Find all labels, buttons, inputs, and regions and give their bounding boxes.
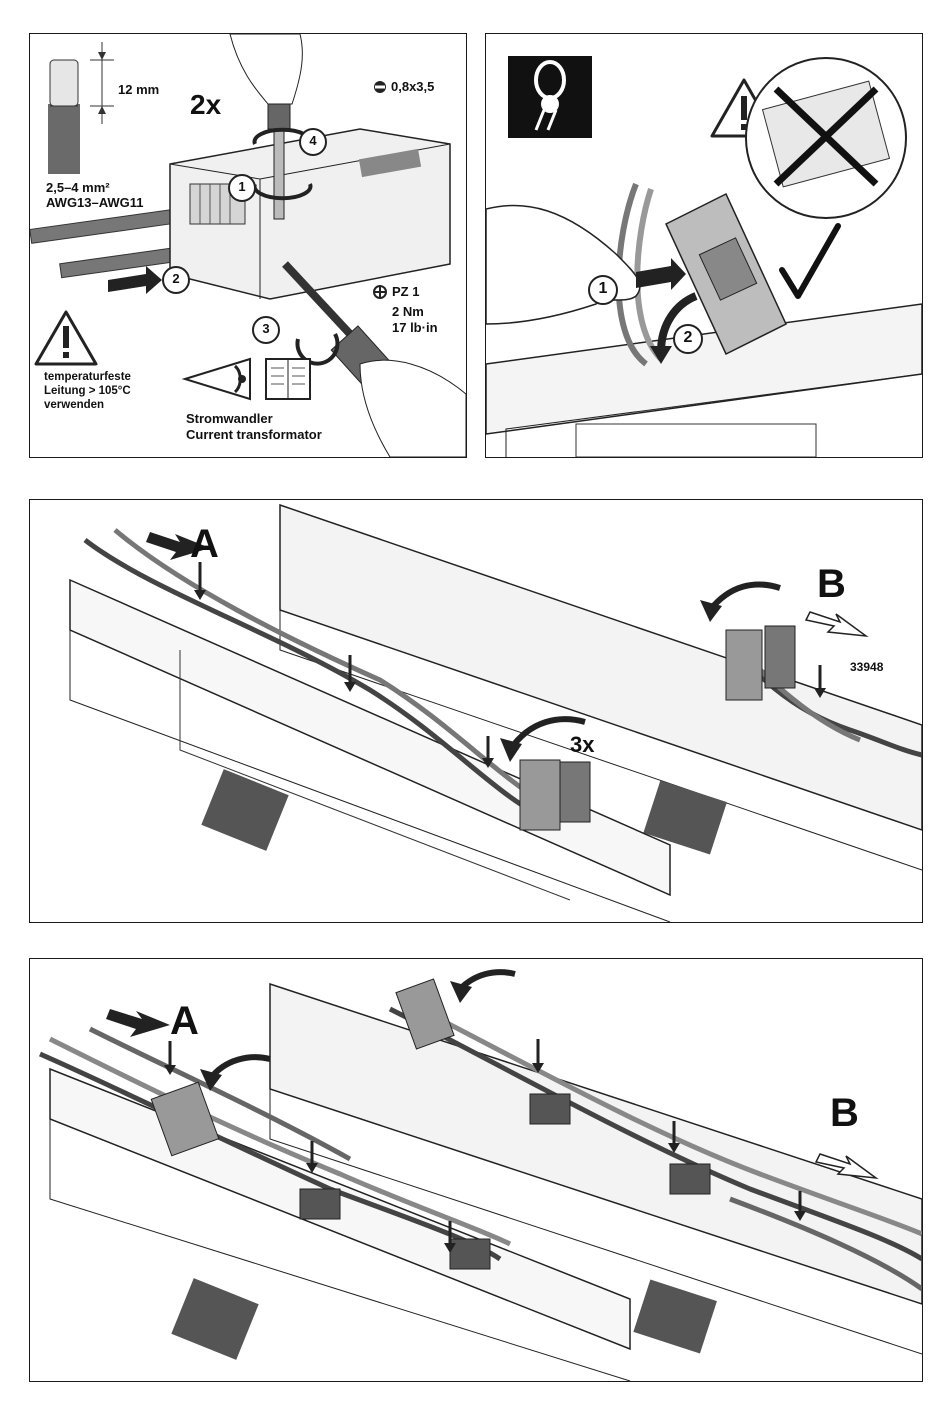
label-direction-a: A bbox=[190, 522, 219, 567]
correct-check-icon bbox=[782, 226, 838, 296]
loop-count-label: 3x bbox=[570, 732, 594, 758]
panel-wiring-routing-single: A B 3x 33948 bbox=[29, 499, 923, 923]
seal-icon bbox=[508, 56, 592, 138]
pz-driver-label: PZ 1 bbox=[392, 284, 419, 300]
panel-wiring-instructions: 12 mm 2x 0,8x3,5 2,5–4 mm² AWG13–AWG11 P… bbox=[29, 33, 467, 458]
part-number-label: 33948 bbox=[850, 660, 883, 674]
manual-book-icon bbox=[266, 359, 310, 399]
mounting-illustration bbox=[486, 34, 922, 457]
panel-mounting: 1 2 bbox=[485, 33, 923, 458]
warning-text-line3: verwenden bbox=[44, 398, 104, 412]
current-transformer-front bbox=[520, 760, 590, 830]
strip-length-label: 12 mm bbox=[118, 82, 159, 98]
warning-triangle-icon bbox=[36, 312, 96, 364]
reference-text-de: Stromwandler bbox=[186, 411, 273, 427]
hand-illustration bbox=[486, 205, 640, 324]
torque-nm: 2 Nm bbox=[392, 304, 424, 320]
mount-step-2-label: 2 bbox=[682, 330, 694, 346]
cross-section-label: 2,5–4 mm² bbox=[46, 180, 110, 196]
awg-label: AWG13–AWG11 bbox=[46, 195, 144, 211]
routing-illustration-multiple bbox=[30, 959, 922, 1381]
warning-text-line1: temperaturfeste bbox=[44, 370, 131, 384]
panel-wiring-routing-multiple: A B bbox=[29, 958, 923, 1382]
pz-driver-icon bbox=[374, 286, 386, 298]
step-3-label: 3 bbox=[261, 321, 271, 337]
step-4-label: 4 bbox=[308, 133, 318, 149]
slot-driver-size: 0,8x3,5 bbox=[391, 79, 434, 95]
step-2-label: 2 bbox=[171, 271, 181, 287]
reference-text-en: Current transformator bbox=[186, 427, 322, 443]
label-direction-b: B bbox=[830, 1091, 859, 1136]
warning-text-line2: Leitung > 105°C bbox=[44, 384, 131, 398]
mount-step-1-label: 1 bbox=[597, 281, 609, 297]
torque-lbin: 17 lb·in bbox=[392, 320, 438, 336]
incorrect-detail-icon bbox=[746, 58, 906, 218]
repeat-count-label: 2x bbox=[190, 89, 221, 121]
step-1-label: 1 bbox=[237, 179, 247, 195]
label-direction-b: B bbox=[817, 562, 846, 607]
stripped-wire-illustration bbox=[48, 42, 114, 174]
eye-icon bbox=[185, 359, 250, 399]
label-direction-a: A bbox=[170, 999, 199, 1044]
routing-illustration-single bbox=[30, 500, 922, 922]
